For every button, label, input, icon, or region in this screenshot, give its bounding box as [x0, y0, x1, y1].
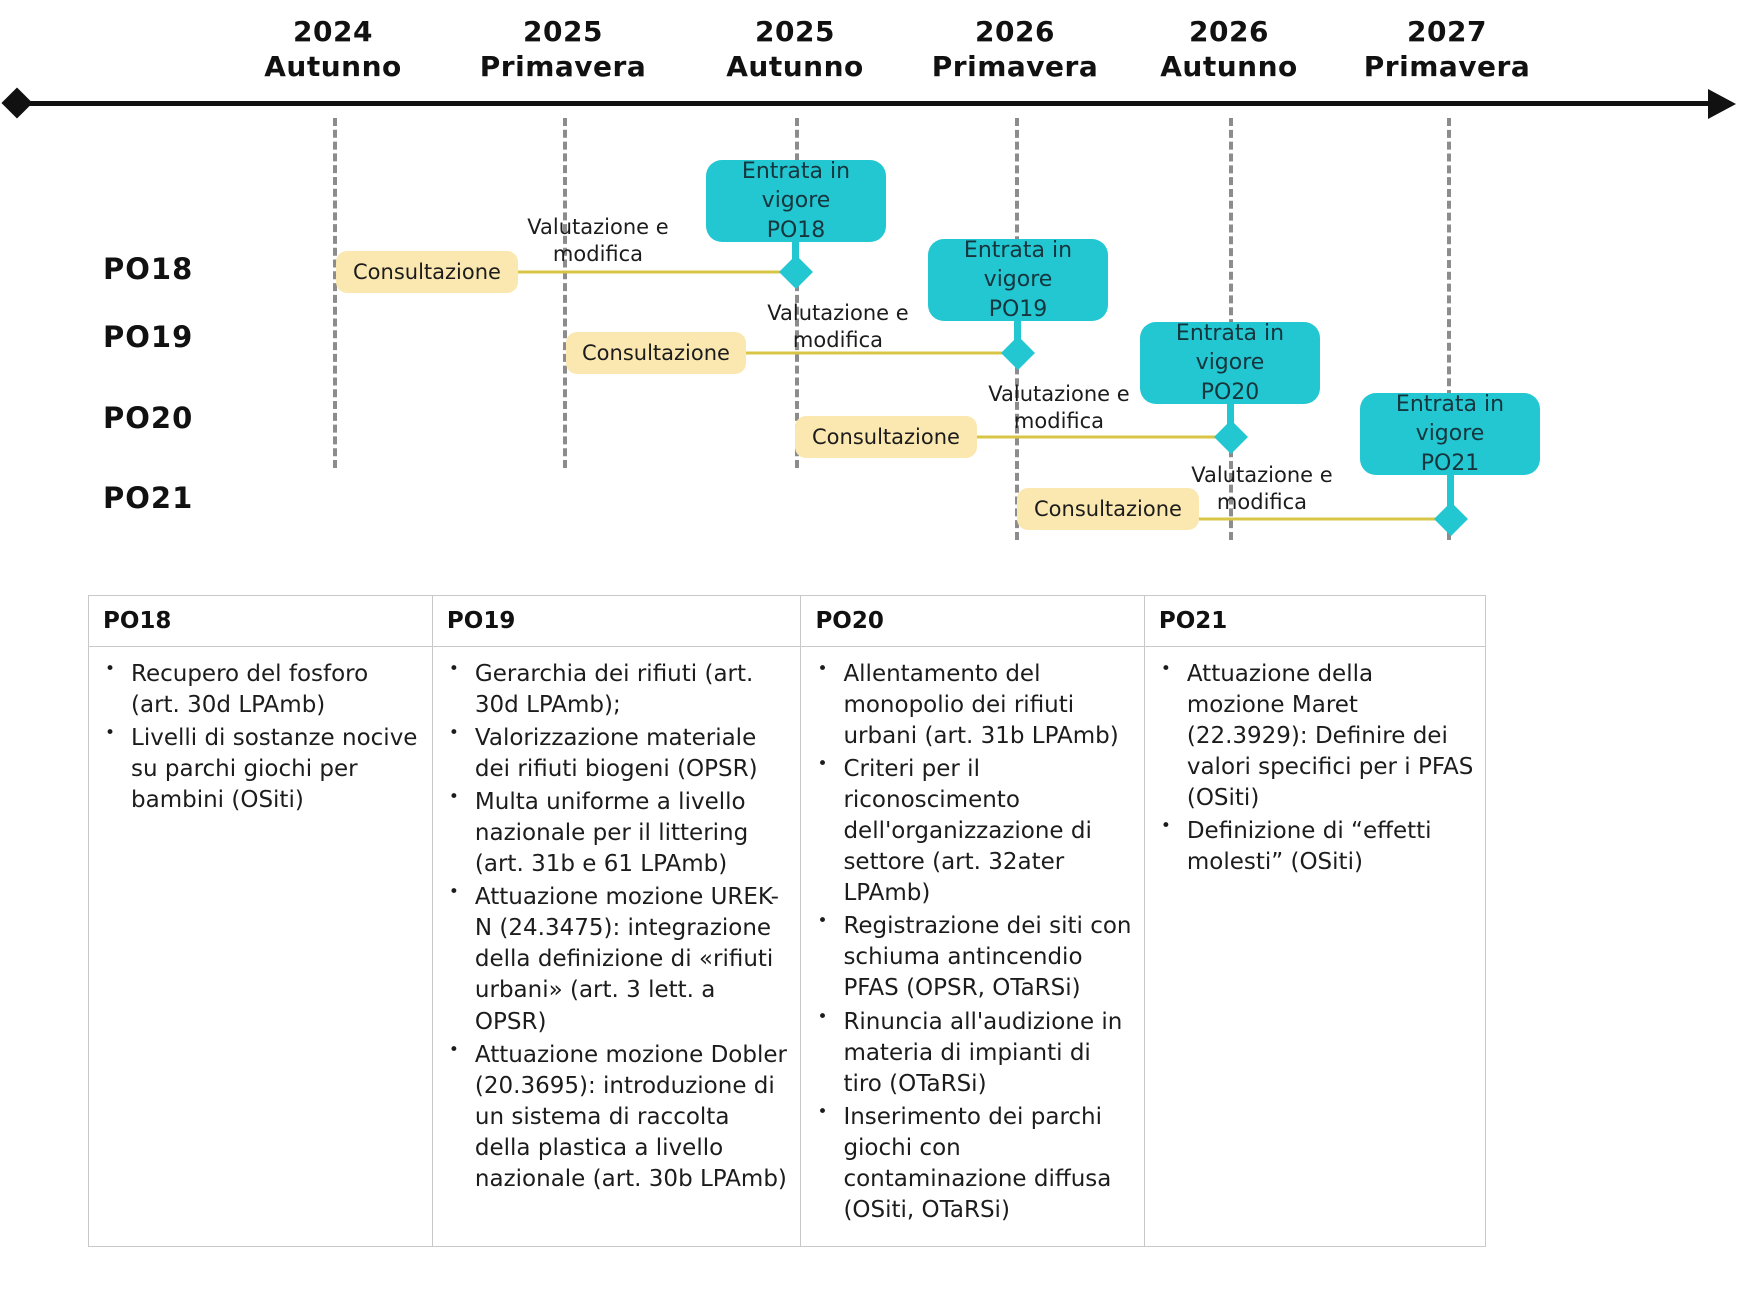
- tick-season: Autunno: [726, 50, 864, 83]
- tick-year: 2026: [1189, 15, 1269, 48]
- connector-line-po20: [977, 435, 1231, 439]
- tick-season: Autunno: [264, 50, 402, 83]
- evaluation-label-line1: Valutazione e: [527, 215, 669, 239]
- evaluation-label-line2: modifica: [1013, 409, 1105, 434]
- consultation-box-po18[interactable]: Consultazione: [336, 251, 518, 293]
- list-item: Livelli di sostanze nocive su parchi gio…: [105, 722, 422, 816]
- timeline-axis-line: [18, 101, 1730, 106]
- evaluation-label-line1: Valutazione e: [767, 301, 909, 325]
- entry-badge-po: PO20: [1200, 379, 1260, 405]
- list-item: Valorizzazione materiale dei rifiuti bio…: [449, 722, 791, 785]
- list-item: Attuazione mozione Dobler (20.3695): int…: [449, 1039, 791, 1195]
- list-item: Allentamento del monopolio dei rifiuti u…: [817, 658, 1133, 752]
- entry-badge-po: PO21: [1420, 450, 1480, 476]
- evaluation-label-line2: modifica: [552, 242, 644, 267]
- tick-year: 2025: [523, 15, 603, 48]
- evaluation-label-po19: Valutazione e modifica: [767, 300, 908, 355]
- evaluation-label-line2: modifica: [792, 328, 884, 353]
- evaluation-label-line2: modifica: [1216, 490, 1308, 515]
- row-label-po20: PO20: [103, 401, 194, 435]
- entry-badge-title: Entrata in vigore: [741, 159, 851, 214]
- badge-stem-po21: [1447, 475, 1454, 519]
- list-item: Attuazione della mozione Maret (22.3929)…: [1161, 658, 1475, 814]
- connector-line-po21: [1199, 517, 1451, 521]
- timeline-end-arrow-icon: [1708, 89, 1736, 119]
- list-item: Criteri per il riconoscimento dell'organ…: [817, 753, 1133, 909]
- milestone-diamond-icon-po21: [1434, 502, 1468, 536]
- connector-line-po18: [518, 270, 796, 274]
- evaluation-label-po21: Valutazione e modifica: [1191, 462, 1332, 517]
- consultation-box-po19[interactable]: Consultazione: [566, 332, 746, 374]
- tick-year: 2024: [293, 15, 373, 48]
- entry-badge-title: Entrata in vigore: [1395, 392, 1505, 447]
- tick-year: 2026: [975, 15, 1055, 48]
- table-cell-po20: Allentamento del monopolio dei rifiuti u…: [800, 646, 1145, 1246]
- connector-line-po19: [746, 351, 1018, 355]
- table-header-po19: PO19: [432, 596, 802, 647]
- evaluation-label-line1: Valutazione e: [988, 382, 1130, 406]
- tick-season: Primavera: [479, 50, 647, 83]
- gridline-2: [795, 118, 799, 468]
- tick-season: Primavera: [1363, 50, 1531, 83]
- list-item: Inserimento dei parchi giochi con contam…: [817, 1101, 1133, 1226]
- consultation-box-po20[interactable]: Consultazione: [795, 416, 977, 458]
- table-header-po18: PO18: [89, 596, 433, 647]
- evaluation-label-po20: Valutazione e modifica: [988, 381, 1129, 436]
- timeline-start-diamond-icon: [1, 87, 33, 119]
- table-header-po20: PO20: [800, 596, 1145, 647]
- list-item: Rinuncia all'audizione in materia di imp…: [817, 1006, 1133, 1100]
- table-cell-po19: Gerarchia dei rifiuti (art. 30d LPAmb);V…: [432, 646, 802, 1246]
- consultation-box-po21[interactable]: Consultazione: [1017, 488, 1199, 530]
- entry-badge-title: Entrata in vigore: [1175, 321, 1285, 376]
- row-label-po21: PO21: [103, 481, 194, 515]
- milestone-diamond-icon-po19: [1001, 336, 1035, 370]
- gridline-0: [333, 118, 337, 468]
- row-label-po18: PO18: [103, 252, 194, 286]
- gridline-1: [563, 118, 567, 468]
- tick-year: 2025: [755, 15, 835, 48]
- list-item: Recupero del fosforo (art. 30d LPAmb): [105, 658, 422, 721]
- evaluation-label-po18: Valutazione e modifica: [527, 214, 668, 269]
- milestone-diamond-icon-po18: [779, 255, 813, 289]
- list-item: Gerarchia dei rifiuti (art. 30d LPAmb);: [449, 658, 791, 721]
- tick-season: Autunno: [1160, 50, 1298, 83]
- table-cell-po18: Recupero del fosforo (art. 30d LPAmb)Liv…: [89, 646, 433, 1246]
- tick-season: Primavera: [931, 50, 1099, 83]
- bullet-list-po21: Attuazione della mozione Maret (22.3929)…: [1149, 658, 1475, 878]
- entry-badge-po: PO18: [766, 217, 826, 243]
- table-cell-po21: Attuazione della mozione Maret (22.3929)…: [1144, 647, 1485, 1246]
- bullet-list-po18: Recupero del fosforo (art. 30d LPAmb)Liv…: [93, 658, 422, 816]
- evaluation-label-line1: Valutazione e: [1191, 463, 1333, 487]
- bullet-list-po20: Allentamento del monopolio dei rifiuti u…: [805, 658, 1133, 1226]
- bullet-list-po19: Gerarchia dei rifiuti (art. 30d LPAmb);V…: [437, 658, 791, 1195]
- list-item: Attuazione mozione UREK-N (24.3475): int…: [449, 881, 791, 1037]
- gridline-5: [1447, 118, 1451, 540]
- row-label-po19: PO19: [103, 320, 194, 354]
- table-body-row: Recupero del fosforo (art. 30d LPAmb)Liv…: [89, 646, 1485, 1246]
- table-header-po21: PO21: [1144, 596, 1485, 647]
- list-item: Definizione di “effetti molesti” (OSiti): [1161, 815, 1475, 878]
- tick-year: 2027: [1407, 15, 1487, 48]
- list-item: Registrazione dei siti con schiuma antin…: [817, 910, 1133, 1004]
- entry-badge-po: PO19: [988, 296, 1048, 322]
- entry-badge-title: Entrata in vigore: [963, 238, 1073, 293]
- list-item: Multa uniforme a livello nazionale per i…: [449, 786, 791, 880]
- milestone-diamond-icon-po20: [1214, 420, 1248, 454]
